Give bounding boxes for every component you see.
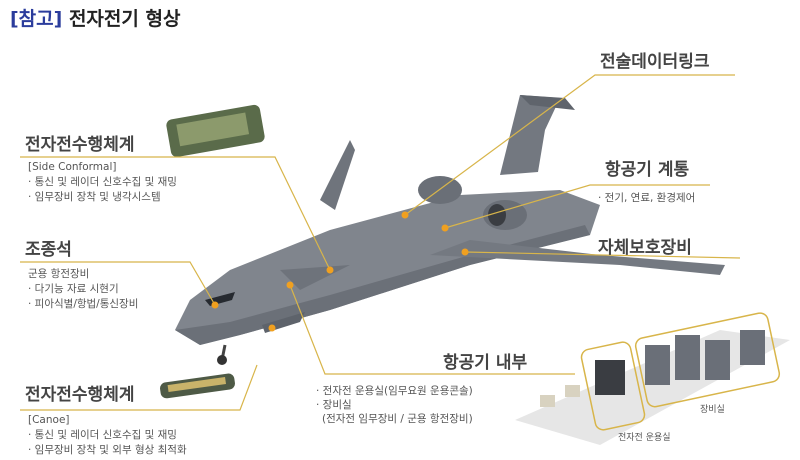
canoe-item: · 통신 및 레이더 신호수집 및 재밍 (28, 429, 177, 441)
page-title: [참고] 전자전기 형상 (10, 4, 180, 31)
side-conformal-heading: 전자전수행체계 (25, 135, 135, 155)
canoe-details: [Canoe] · 통신 및 레이더 신호수집 및 재밍 · 임무장비 장착 및… (28, 413, 187, 458)
title-tag: [참고] (10, 8, 63, 30)
cockpit-item: · 다기능 자료 시현기 (28, 283, 119, 295)
cockpit-item: · 피아식별/항법/통신장비 (28, 298, 139, 310)
interior-item: (전자전 임무장비 / 군용 항전장비) (322, 413, 473, 425)
systems-heading: 항공기 계통 (605, 160, 690, 180)
side-conformal-details: [Side Conformal] · 통신 및 레이더 신호수집 및 재밍 · … (28, 160, 177, 205)
interior-item: · 전자전 운용실(임무요원 운용콘솔) (316, 385, 473, 397)
cockpit-heading: 조종석 (25, 240, 72, 260)
leader-lines (20, 74, 741, 411)
interior-item: · 장비실 (316, 399, 352, 411)
canoe-item: · 임무장비 장착 및 외부 형상 최적화 (28, 444, 187, 456)
callout-dots (211, 211, 469, 332)
side-conformal-item: · 임무장비 장착 및 냉각시스템 (28, 191, 161, 203)
datalink-heading: 전술데이터링크 (600, 52, 710, 72)
canoe-thumbnail (160, 373, 235, 399)
canoe-heading: 전자전수행체계 (25, 385, 135, 405)
equipment-room-label: 장비실 (700, 405, 725, 415)
operation-room-label: 전자전 운용실 (618, 433, 671, 443)
title-text: 전자전기 형상 (68, 8, 181, 30)
systems-item: · 전기, 연료, 환경제어 (598, 192, 696, 204)
canoe-subtitle: [Canoe] (28, 414, 70, 426)
cockpit-details: 군용 항전장비 · 다기능 자료 시현기 · 피아식별/항법/통신장비 (28, 267, 138, 312)
side-conformal-item: · 통신 및 레이더 신호수집 및 재밍 (28, 176, 177, 188)
interior-details: · 전자전 운용실(임무요원 운용콘솔) · 장비실 (전자전 임무장비 / 군… (316, 384, 473, 426)
side-conformal-subtitle: [Side Conformal] (28, 161, 117, 173)
aircraft-illustration (175, 95, 725, 365)
self-protection-heading: 자체보호장비 (598, 238, 692, 258)
interior-heading: 항공기 내부 (443, 353, 528, 373)
cockpit-subtitle: 군용 항전장비 (28, 268, 90, 280)
side-conformal-thumbnail (166, 104, 265, 157)
interior-illustration (515, 312, 790, 445)
